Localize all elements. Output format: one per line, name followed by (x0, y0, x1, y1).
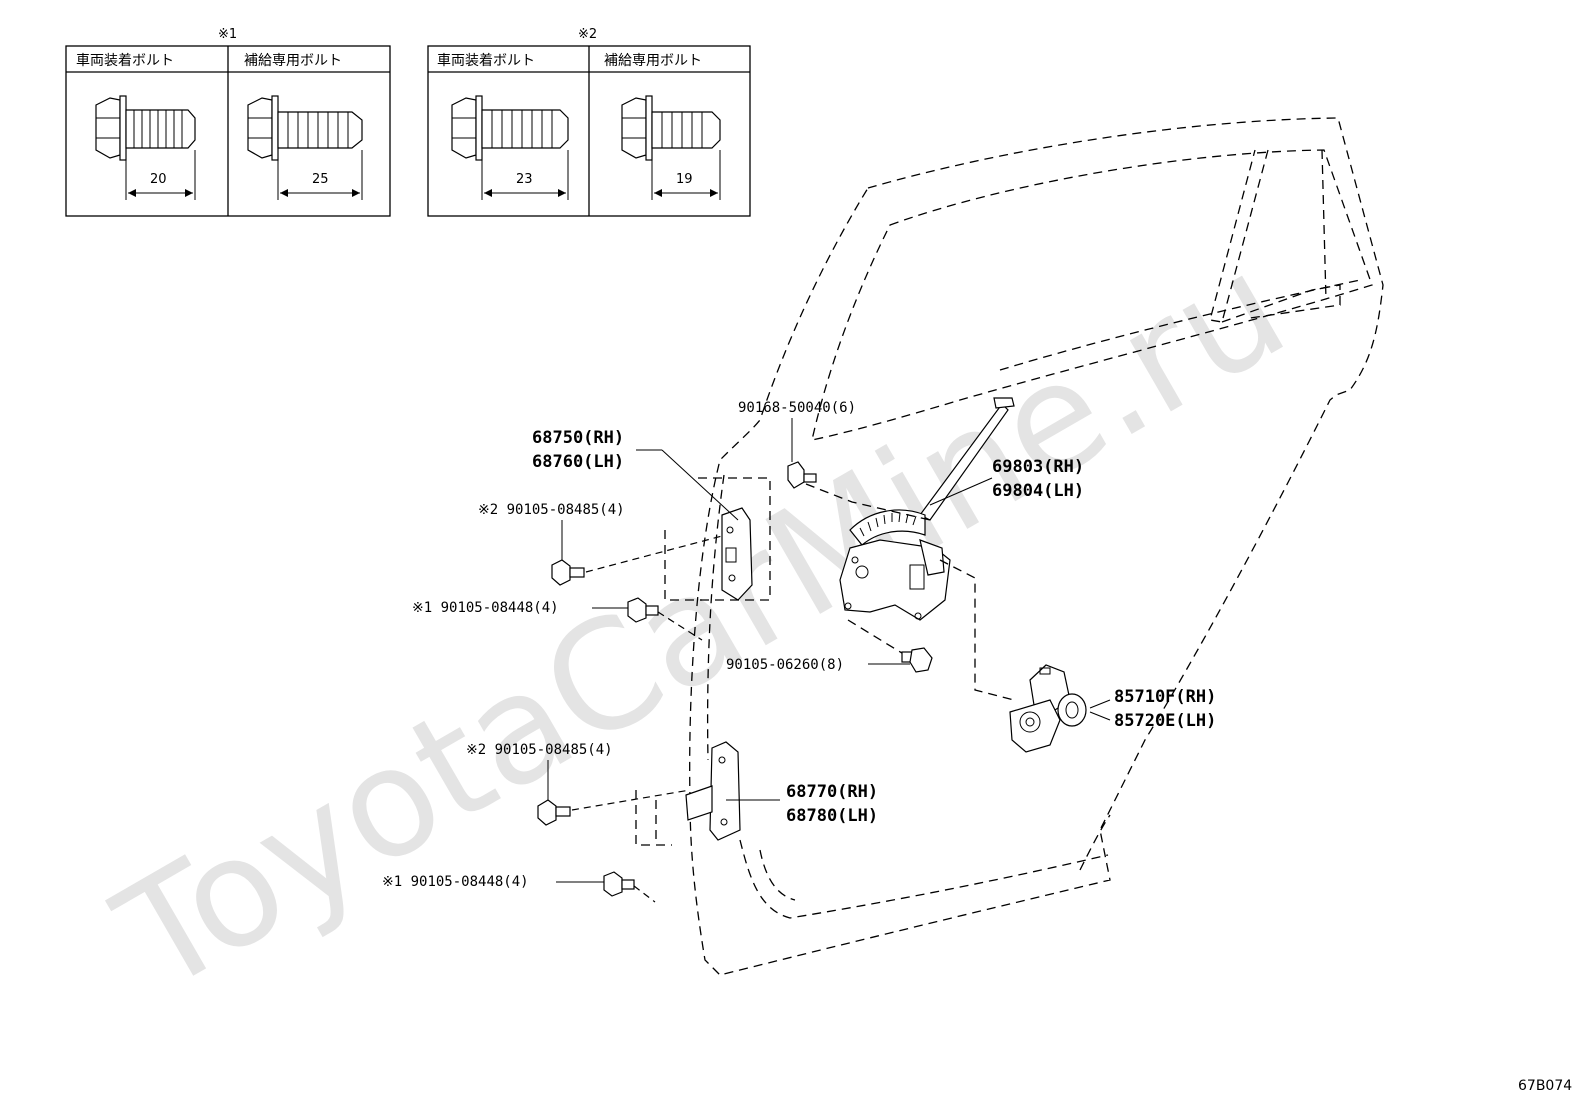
watermark: ToyotaCarMine.ru (90, 220, 1313, 1026)
label-hinge-lower-rh: 68770(RH) (786, 782, 878, 802)
rear-door-outline (689, 117, 1384, 976)
flange-bolt-icon (247, 95, 363, 161)
bolt-table-2: ※2 車両装着ボルト 補給専用ボルト 23 (427, 27, 751, 217)
bolt-90168-50040 (787, 461, 817, 489)
label-bolt-90168-50040: 90168-50040(6) (738, 400, 856, 416)
upper-hinge (721, 507, 753, 601)
bolt-table-2-dim-1: 23 (516, 172, 533, 187)
bolt-90105-08448-lower (603, 871, 635, 897)
flange-bolt-icon (95, 95, 196, 161)
flange-bolt-icon (451, 95, 569, 161)
label-regulator-rh: 69803(RH) (992, 457, 1084, 477)
bolt-90105-06260 (901, 647, 933, 673)
label-hinge-upper-rh: 68750(RH) (532, 428, 624, 448)
label-bolt-lower-1: ※2 90105-08485(4) (466, 742, 613, 758)
bolt-90105-08485-upper (551, 559, 585, 586)
bolt-table-1-col2-header: 補給専用ボルト (244, 53, 342, 69)
window-regulator (839, 397, 1015, 621)
bolt-90105-08448-upper (627, 597, 659, 623)
label-bolt-lower-2: ※1 90105-08448(4) (382, 874, 529, 890)
label-motor-lh: 85720E(LH) (1114, 711, 1216, 731)
bolt-table-2-dim-2: 19 (676, 172, 693, 187)
bolt-table-2-col1-header: 車両装着ボルト (437, 52, 535, 69)
bolt-table-2-mark: ※2 (578, 27, 597, 42)
bolt-table-2-col2-header: 補給専用ボルト (604, 53, 702, 69)
bolt-table-1: ※1 車両装着ボルト 補給専用ボルト 20 (65, 27, 391, 217)
label-hinge-upper-lh: 68760(LH) (532, 452, 624, 472)
label-motor-rh: 85710F(RH) (1114, 687, 1216, 707)
lower-hinge (685, 741, 741, 841)
bolt-table-1-dim-1: 20 (150, 172, 167, 187)
bolt-table-1-mark: ※1 (218, 27, 237, 42)
bolt-table-1-dim-2: 25 (312, 172, 329, 187)
flange-bolt-icon (621, 95, 721, 161)
figure-code: 67B074 (1518, 1078, 1572, 1094)
label-bolt-upper-2: ※1 90105-08448(4) (412, 600, 559, 616)
bolt-table-1-col1-header: 車両装着ボルト (76, 52, 174, 69)
label-regulator-lh: 69804(LH) (992, 481, 1084, 501)
label-hinge-lower-lh: 68780(LH) (786, 806, 878, 826)
window-motor (1009, 664, 1087, 753)
label-bolt-upper-1: ※2 90105-08485(4) (478, 502, 625, 518)
label-bolt-reg: 90105-06260(8) (726, 657, 844, 673)
